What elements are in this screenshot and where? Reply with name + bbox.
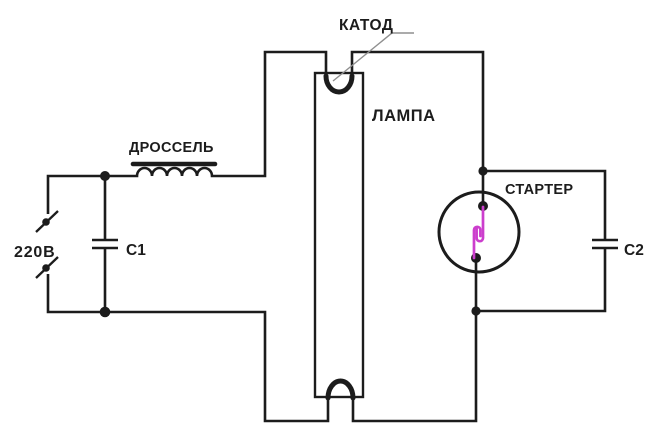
lamp-tube: [313, 71, 365, 399]
cathode-leader-line: [332, 32, 414, 82]
cathode-leader: [332, 32, 414, 82]
junction-dot: [471, 306, 481, 316]
terminal-bottom-dot: [42, 264, 50, 272]
starter-circle: [437, 190, 521, 274]
starter-electrode-right: [475, 205, 485, 243]
wire-top-left-with-choke-coil: [46, 50, 328, 214]
terminal-top-dot: [42, 218, 50, 226]
starter-electrodes: [472, 205, 485, 260]
lamp-label: ЛАМПА: [372, 107, 436, 125]
junction-dots: [42, 166, 488, 318]
cathode-label: КАТОД: [339, 17, 393, 34]
capacitor-c2-symbol: [476, 169, 618, 313]
c2-label: C2: [624, 242, 644, 259]
bottom-cathode-arc: [325, 378, 356, 401]
wire-top-right: [350, 50, 485, 206]
junction-dot: [99, 306, 111, 318]
junction-dot: [100, 171, 110, 181]
c1-label: C1: [126, 242, 146, 259]
starter-bottom-contact-dot: [471, 253, 481, 263]
voltage-label: 220В: [14, 244, 55, 261]
starter-electrode-left: [472, 225, 482, 260]
top-cathode-arc: [323, 73, 355, 95]
choke-label: ДРОССЕЛЬ: [129, 140, 214, 156]
labels: КАТОД ЛАМПА ДРОССЕЛЬ СТАРТЕР 220В C1 C2: [14, 17, 644, 261]
starter-label: СТАРТЕР: [505, 182, 573, 198]
capacitor-c1-symbol: [92, 176, 118, 312]
wires: [35, 50, 618, 423]
wire-bottom-right: [351, 260, 478, 423]
wire-bottom-left: [46, 274, 330, 423]
junction-dot: [478, 166, 488, 176]
